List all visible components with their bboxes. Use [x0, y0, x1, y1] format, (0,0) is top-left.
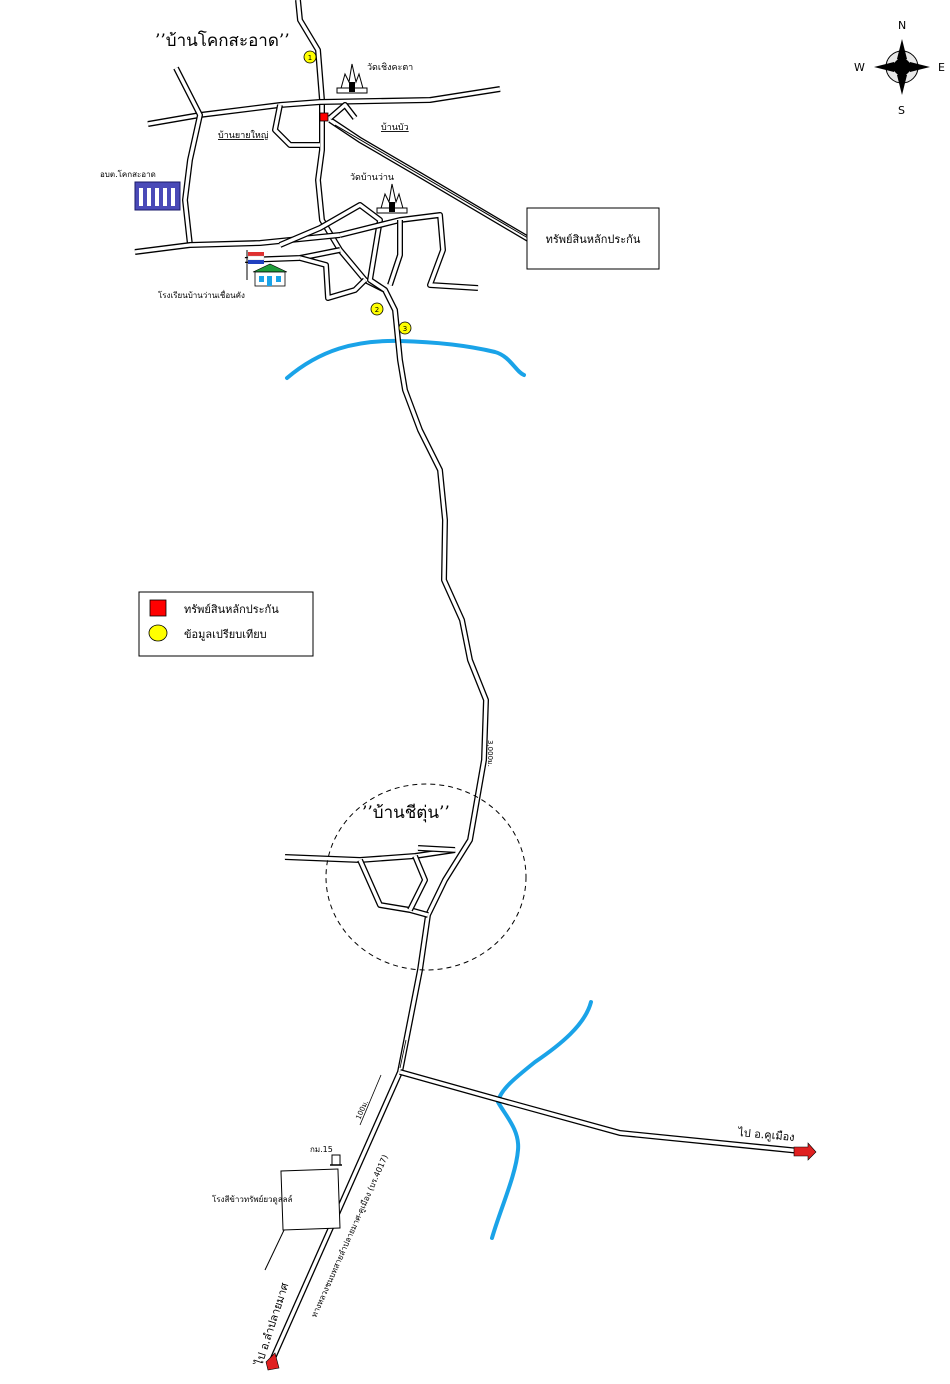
temple-middle-icon: [376, 183, 408, 214]
village-khok-sa-at-label: ’’บ้านโคกสะอาด’’: [155, 30, 290, 51]
km-marker-icon: [330, 1154, 342, 1166]
legend-comparison-label: ข้อมูลเปรียบเทียบ: [184, 628, 267, 641]
temple-top-icon: [336, 63, 368, 94]
rice-mill-label: โรงสีข้าวทรัพย์ยวดูลลล์: [212, 1194, 293, 1205]
arrow-to-south-icon: [265, 1352, 280, 1371]
comparison-marker-1: 1: [303, 50, 317, 64]
road-network: [134, 0, 801, 1367]
comparison-marker-2: 2: [370, 302, 384, 316]
svg-text:2: 2: [375, 306, 379, 314]
legend-comparison-swatch: [148, 624, 168, 642]
legend: ทรัพย์สินหลักประกัน ข้อมูลเปรียบเทียบ: [138, 591, 314, 657]
compass-w: W: [854, 61, 865, 74]
collateral-marker: [319, 112, 329, 122]
callout-box: ทรัพย์สินหลักประกัน: [526, 207, 660, 270]
svg-text:3: 3: [403, 325, 407, 333]
admin-office-icon: [134, 181, 181, 211]
compass-icon: N S E W: [854, 19, 945, 117]
distance-100-arrow: [359, 1074, 382, 1126]
arrow-to-east-icon: [793, 1142, 817, 1161]
chi-tun-area-circle: [325, 783, 527, 971]
comparison-marker-3: 3: [398, 321, 412, 335]
river-north: [285, 338, 526, 380]
temple-top-label: วัดเชิงคะตา: [367, 62, 413, 73]
village-chi-tun-label: ’’บ้านชีตุ่น’’: [362, 803, 450, 823]
temple-middle-label: วัดบ้านว่าน: [350, 172, 394, 183]
compass-n: N: [898, 19, 906, 32]
school-icon: [246, 250, 288, 287]
ban-bua-label: บ้านบัว: [381, 122, 409, 133]
callout-label: ทรัพย์สินหลักประกัน: [546, 233, 641, 246]
distance-3000-arrow: [399, 1039, 407, 1069]
svg-text:1: 1: [308, 54, 312, 62]
school-label: โรงเรียนบ้านว่านเชื่อนคัง: [158, 289, 245, 300]
legend-collateral-label: ทรัพย์สินหลักประกัน: [184, 603, 279, 616]
distance-3000-label: 3,000ม.: [486, 740, 494, 767]
compass-e: E: [938, 61, 945, 74]
km-marker-label: กม.15: [310, 1145, 333, 1154]
distance-100-label: 100ม.: [355, 1099, 371, 1121]
ban-yai-label: บ้านยายใหญ่: [218, 130, 269, 141]
admin-office-label: อบต.โคกสะอาด: [100, 169, 156, 179]
callout-leader: [334, 124, 529, 239]
legend-collateral-swatch: [149, 599, 167, 617]
compass-s: S: [898, 104, 905, 117]
rice-mill-area: [264, 1168, 341, 1271]
to-east-label: ไป อ.คูเมือง: [737, 1126, 795, 1144]
